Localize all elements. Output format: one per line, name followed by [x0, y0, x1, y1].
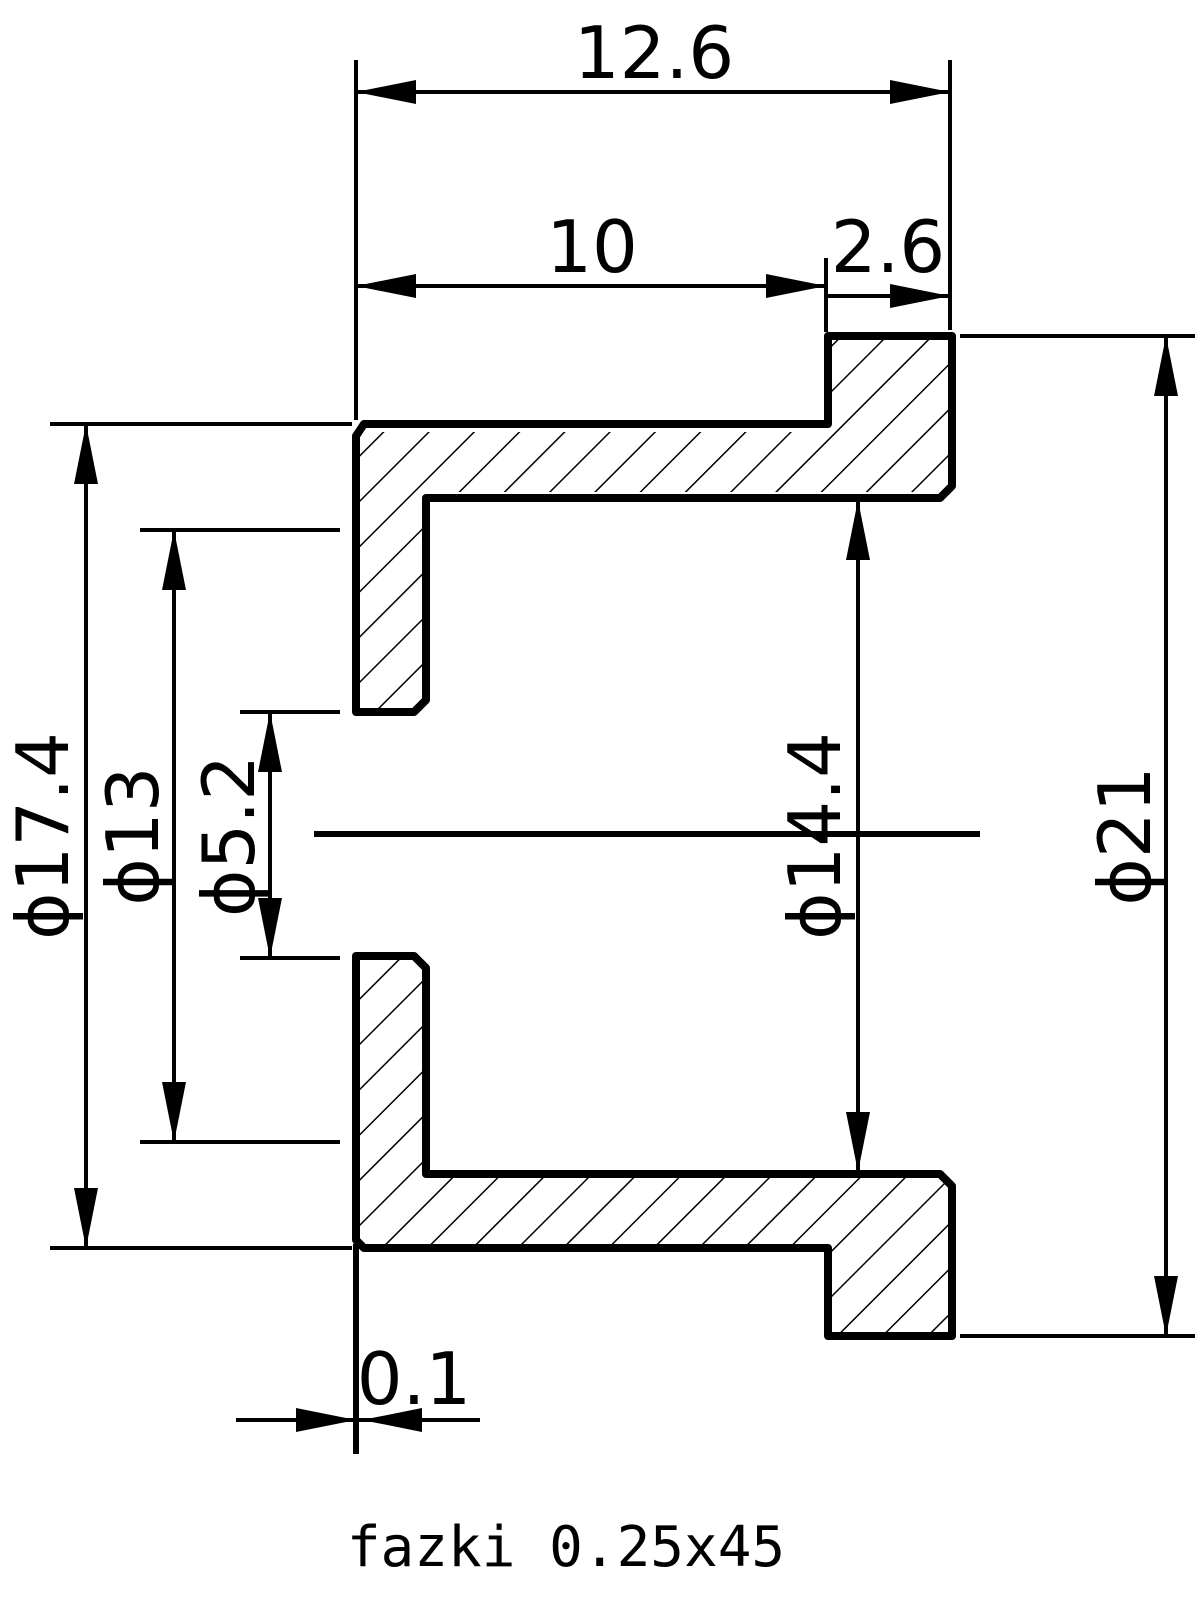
- dim-dia-body-inner: ϕ14.4: [773, 732, 857, 940]
- dim-dia-hole: ϕ5.2: [187, 755, 271, 917]
- outline-lower: [352, 952, 956, 1340]
- dim-body-length: 10: [546, 205, 638, 289]
- hatched-area-lower: [356, 960, 948, 1332]
- hatched-area-upper: [356, 340, 948, 712]
- dim-step-offset: 0.1: [357, 1337, 472, 1421]
- dim-dia-flange: ϕ21: [1083, 766, 1167, 905]
- dim-dia-body-outer: ϕ17.4: [1, 732, 85, 940]
- dimension-lines: [74, 80, 1178, 1432]
- dim-flange-thickness: 2.6: [831, 205, 946, 289]
- chamfer-note: fazki 0.25x45: [347, 1515, 785, 1580]
- section-upper: [352, 332, 956, 716]
- dim-dia-pocket: ϕ13: [91, 766, 175, 905]
- section-lower: [352, 952, 956, 1340]
- dim-overall-length: 12.6: [574, 11, 734, 95]
- outline-upper: [352, 332, 956, 716]
